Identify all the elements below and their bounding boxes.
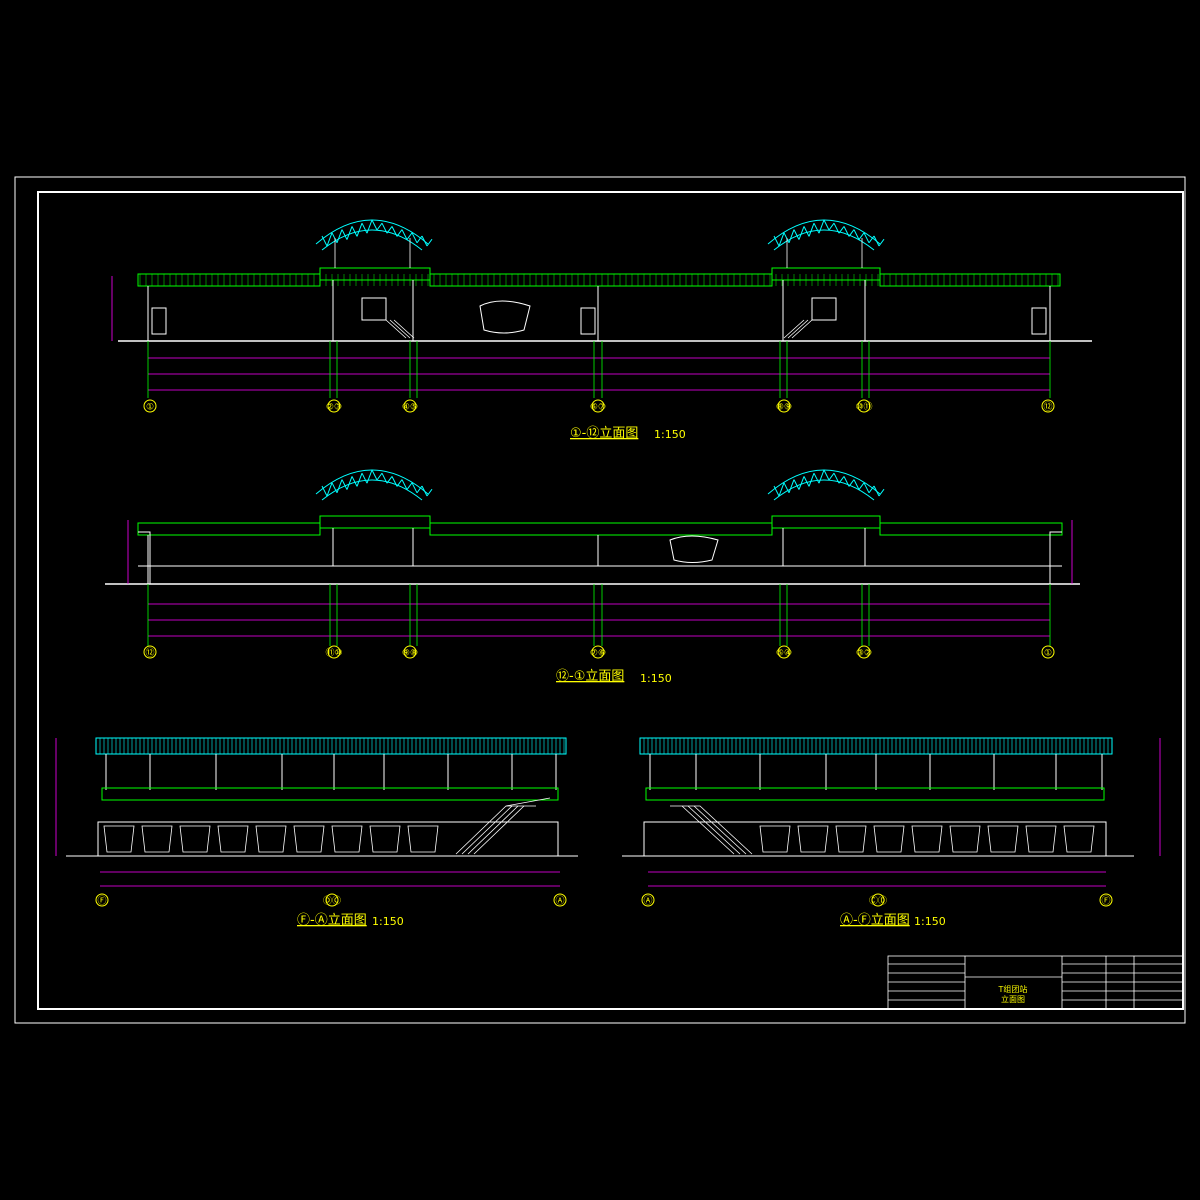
elevation-scale-2: 1:150 (640, 672, 672, 685)
axis-label: ⒸⒹ (869, 896, 887, 907)
elevation-F-A (55, 737, 578, 887)
axis-labels-3: Ⓕ ⒹⒸ Ⓐ (95, 893, 567, 907)
axis-label: ④⑤ (402, 403, 418, 413)
axis-label: Ⓐ (643, 896, 652, 907)
title-block-sheet-name: 立面图 (1001, 994, 1025, 1004)
elevation-12-1 (105, 469, 1080, 646)
axis-label: ②③ (326, 403, 342, 413)
axis-label: ③② (856, 649, 872, 659)
title-block-drawing-name: T组团站 (998, 984, 1028, 994)
axis-labels-4: Ⓐ ⒸⒹ Ⓕ (641, 893, 1113, 907)
axis-label: ⑩⑪ (855, 402, 872, 413)
elevation-title-1: ①-⑫立面图 (570, 426, 638, 441)
inner-border (37, 191, 1184, 1010)
elevation-title-3: Ⓕ-Ⓐ立面图 (297, 913, 367, 928)
roof-truss-left (315, 219, 433, 251)
axis-labels-1: ① ②③ ④⑤ ⑥⑦ ⑧⑨ ⑩⑪ ⑫ (143, 399, 1055, 413)
axis-label: Ⓕ (97, 896, 106, 907)
title-block (887, 955, 1184, 1010)
roof-truss-right (767, 219, 885, 251)
elevation-scale-4: 1:150 (914, 915, 946, 928)
axis-label: ⑤④ (776, 649, 792, 659)
axis-label: ⑫ (145, 648, 154, 659)
axis-label: ⑪⑩ (325, 648, 342, 659)
elevation-1-12 (111, 219, 1092, 398)
axis-label: ⑨⑧ (402, 649, 418, 659)
axis-label: ① (146, 403, 154, 413)
axis-label: ① (1044, 649, 1052, 659)
axis-label: ⑫ (1043, 402, 1052, 413)
elevation-title-4: Ⓐ-Ⓕ立面图 (840, 913, 910, 928)
elevation-scale-1: 1:150 (654, 428, 686, 441)
elevation-A-F (622, 737, 1161, 887)
axis-label: ⑧⑨ (776, 403, 792, 413)
elevation-title-2: ⑫-①立面图 (556, 669, 624, 684)
elevation-scale-3: 1:150 (372, 915, 404, 928)
outer-border (14, 176, 1186, 1024)
axis-labels-2: ⑫ ⑪⑩ ⑨⑧ ⑦⑥ ⑤④ ③② ① (143, 645, 1055, 659)
axis-label: ⑥⑦ (590, 403, 606, 413)
axis-label: Ⓕ (1101, 896, 1110, 907)
axis-label: ⒹⒸ (323, 896, 341, 907)
dimension-lines (111, 276, 1050, 391)
axis-label: ⑦⑥ (590, 649, 606, 659)
axis-label: Ⓐ (555, 896, 564, 907)
wall-band (137, 267, 1061, 287)
